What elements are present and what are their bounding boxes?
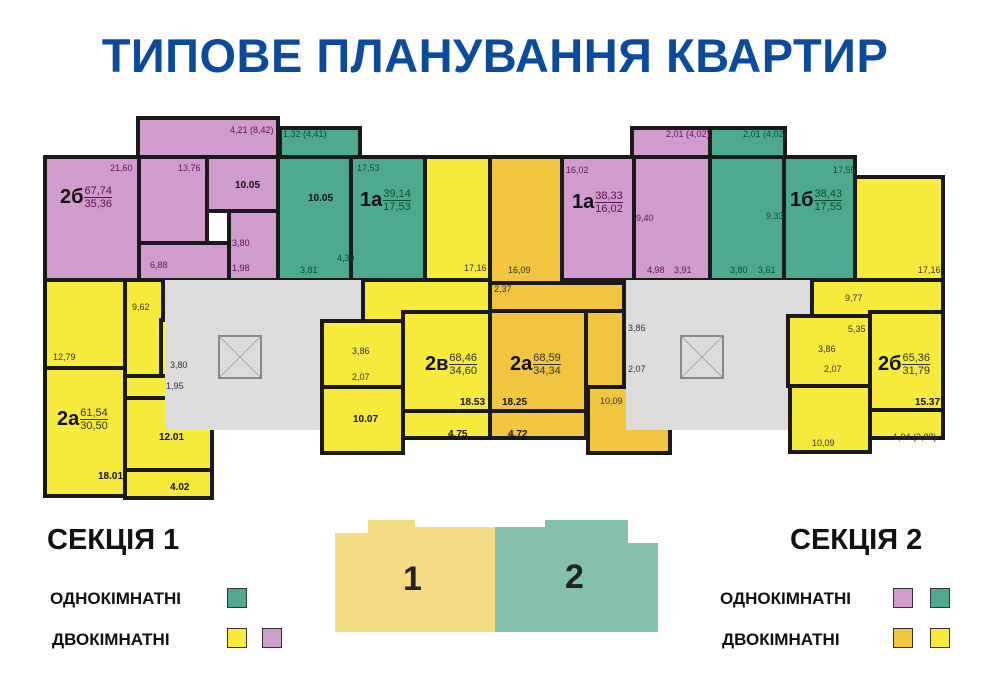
room-area: 4,98 (647, 265, 665, 275)
room-area: 3,81 (300, 265, 318, 275)
room-area: 4,75 (448, 429, 468, 440)
room (43, 366, 127, 498)
room-area: 3,91 (674, 265, 692, 275)
room-area: 6,88 (150, 260, 168, 270)
room-area: 9,62 (132, 302, 150, 312)
room-area: 3,80 (170, 360, 188, 370)
room (349, 155, 427, 282)
section-1-footprint (335, 520, 495, 632)
room-area: 4.02 (170, 482, 190, 493)
legend-two-room: ДВОКІМНАТНІ (52, 630, 170, 649)
balcony (123, 468, 214, 500)
room-area: 10,09 (600, 396, 623, 406)
room-area: 9,77 (845, 293, 863, 303)
room-area: 2,07 (824, 364, 842, 374)
legend-swatch-orange (893, 628, 913, 648)
building-site-map (335, 520, 658, 632)
room-area: 3,61 (758, 265, 776, 275)
room-area: 3,86 (628, 323, 646, 333)
room-area: 2,01 (4,02) (743, 129, 787, 139)
room-area: 5,35 (848, 324, 866, 334)
room-area: 17,55 (833, 165, 856, 175)
room-area: 17,16 (464, 263, 487, 273)
room-area: 17,53 (357, 163, 380, 173)
room (276, 155, 353, 282)
room (43, 155, 141, 282)
room-area: 9,33 (766, 211, 784, 221)
room-area: 18.53 (460, 397, 486, 408)
room-area: 4.72 (508, 429, 528, 440)
room-area: 1,32 (4,41) (283, 129, 327, 139)
room-area: 18.25 (502, 397, 528, 408)
room-area: 2,37 (494, 284, 512, 294)
room-area: 15.37 (915, 397, 941, 408)
legend-swatch-yellow (930, 628, 950, 648)
room-area: 3,86 (818, 344, 836, 354)
room-area: 10,09 (812, 438, 835, 448)
room-area: 13,76 (178, 163, 201, 173)
room (488, 155, 564, 285)
room-area: 3,86 (352, 346, 370, 356)
balcony (868, 408, 945, 440)
room-area: 17,16 (918, 265, 941, 275)
room-area: 18.01 (98, 471, 124, 482)
room-area: 9,40 (636, 213, 654, 223)
balcony (488, 409, 588, 440)
room (488, 309, 588, 413)
room-area: 10.05 (235, 180, 261, 191)
section-2-footprint (495, 520, 658, 632)
section-2-label: СЕКЦІЯ 2 (790, 524, 923, 556)
legend-swatch-teal (930, 588, 950, 608)
room-area: 21,60 (110, 163, 133, 173)
legend-swatch-teal (227, 588, 247, 608)
room-area: 2,07 (352, 372, 370, 382)
room-area: 4,39 (337, 253, 355, 263)
elevator-icon (218, 335, 262, 379)
room (488, 281, 626, 313)
room-area: 2,01 (4,02) (666, 129, 710, 139)
room-area: 16,02 (566, 165, 589, 175)
room (423, 155, 492, 282)
page-title: ТИПОВЕ ПЛАНУВАННЯ КВАРТИР (101, 29, 889, 82)
room-area: 1,98 (232, 263, 250, 273)
room-area: 16,09 (508, 265, 531, 275)
balcony (136, 116, 280, 159)
room-area: 1,94 (3,88) (893, 432, 937, 442)
section-1-number: 1 (403, 560, 422, 598)
legend-two-room: ДВОКІМНАТНІ (722, 630, 840, 649)
room (868, 310, 945, 412)
room (584, 309, 626, 389)
balcony (401, 409, 492, 440)
room-area: 4,21 (8,42) (230, 125, 274, 135)
room (853, 175, 945, 282)
section-2-number: 2 (565, 558, 584, 596)
legend-swatch-yellow (227, 628, 247, 648)
room-area: 12.01 (159, 432, 185, 443)
elevator-icon (680, 335, 724, 379)
room-area: 10.05 (308, 193, 334, 204)
room-area: 2,07 (628, 364, 646, 374)
legend-one-room: ОДНОКІМНАТНІ (720, 589, 851, 608)
room-area: 3,80 (730, 265, 748, 275)
legend-swatch-pink (893, 588, 913, 608)
room-area: 1,95 (166, 381, 184, 391)
room-area: 3,80 (232, 238, 250, 248)
room-area: 12,79 (53, 352, 76, 362)
balcony (630, 126, 712, 159)
legend-one-room: ОДНОКІМНАТНІ (50, 589, 181, 608)
section-1-label: СЕКЦІЯ 1 (47, 524, 180, 556)
room-area: 10.07 (353, 414, 379, 425)
legend-swatch-pink (262, 628, 282, 648)
